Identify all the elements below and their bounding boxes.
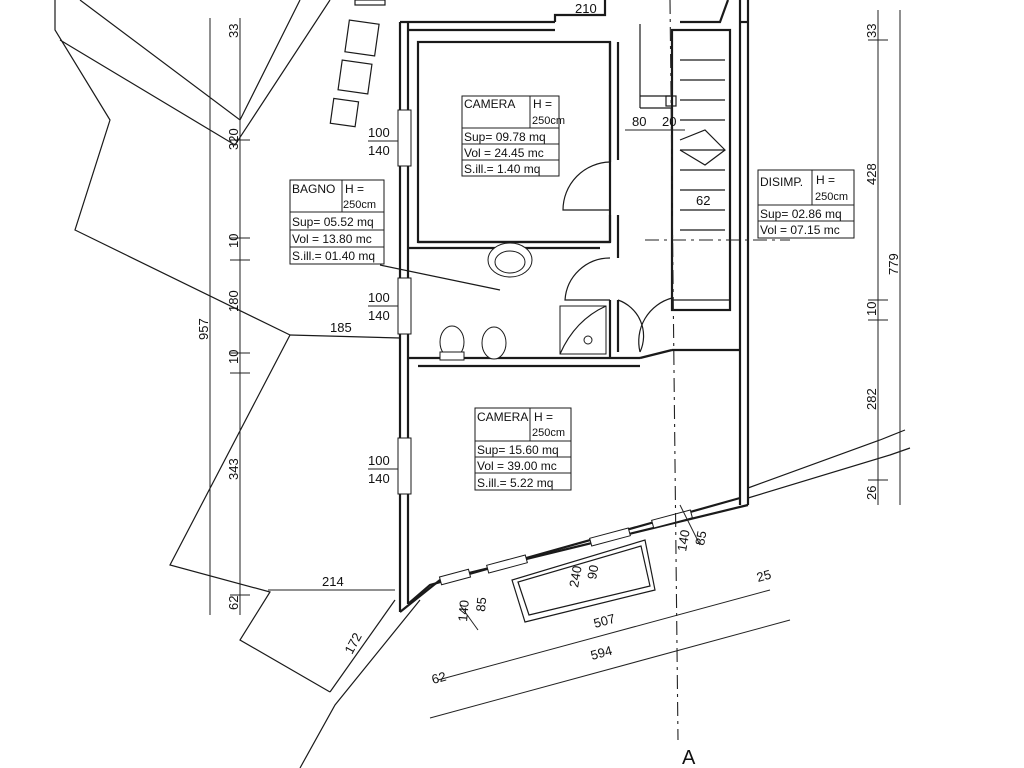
window-1-width: 100 bbox=[368, 125, 390, 140]
room-label-bagno: BAGNO H = 250cm Sup= 05.52 mq Vol = 13.8… bbox=[289, 179, 385, 265]
dim-left-62: 62 bbox=[226, 596, 241, 610]
window-1-height: 140 bbox=[368, 143, 390, 158]
room-surface: Sup= 05.52 mq bbox=[292, 215, 374, 229]
section-marker-a: A bbox=[682, 747, 696, 768]
svg-text:H =: H = bbox=[533, 97, 552, 111]
dim-stair-62: 62 bbox=[696, 193, 710, 208]
dim-left-10a: 10 bbox=[226, 234, 241, 248]
room-illumination: S.ill.= 01.40 mq bbox=[292, 249, 375, 263]
window-3-height: 140 bbox=[368, 471, 390, 486]
dim-594: 594 bbox=[589, 643, 614, 663]
svg-text:250cm: 250cm bbox=[532, 427, 565, 439]
dim-se-85: 85 bbox=[692, 530, 709, 547]
shower-tray-icon bbox=[559, 305, 607, 355]
dim-right-779: 779 bbox=[886, 253, 901, 275]
room-name: DISIMP. bbox=[760, 175, 803, 189]
bidet-icon bbox=[481, 326, 507, 360]
dim-right-26: 26 bbox=[864, 486, 879, 500]
room-volume: Vol = 39.00 mc bbox=[477, 459, 557, 473]
dim-left-320: 320 bbox=[226, 128, 241, 150]
dim-bal-90: 90 bbox=[584, 564, 601, 581]
room-name: BAGNO bbox=[292, 182, 335, 196]
dim-stair-80: 80 bbox=[632, 114, 646, 129]
dim-right-33: 33 bbox=[864, 24, 879, 38]
room-label-disimp: DISIMP. H = 250cm Sup= 02.86 mq Vol = 07… bbox=[757, 169, 855, 239]
dim-sw-85: 85 bbox=[473, 597, 489, 613]
dim-right-10: 10 bbox=[864, 302, 879, 316]
svg-text:250cm: 250cm bbox=[343, 199, 376, 211]
room-illumination: S.ill.= 1.40 mq bbox=[464, 162, 540, 176]
room-name: CAMERA bbox=[477, 410, 528, 424]
window-labels: 100 140 100 140 100 140 bbox=[368, 125, 398, 486]
room-surface: Sup= 09.78 mq bbox=[464, 130, 546, 144]
room-name: CAMERA bbox=[464, 97, 515, 111]
dim-left-10b: 10 bbox=[226, 350, 241, 364]
dim-left-957: 957 bbox=[196, 318, 211, 340]
axis-lines bbox=[645, 0, 790, 741]
dim-left-33: 33 bbox=[226, 24, 241, 38]
dim-right-282: 282 bbox=[864, 388, 879, 410]
dim-185: 185 bbox=[330, 320, 352, 335]
dim-left-180: 180 bbox=[226, 290, 241, 312]
room-volume: Vol = 24.45 mc bbox=[464, 146, 544, 160]
room-surface: Sup= 15.60 mq bbox=[477, 443, 559, 457]
dim-sw-140: 140 bbox=[455, 599, 472, 622]
svg-text:250cm: 250cm bbox=[532, 115, 565, 127]
dim-25: 25 bbox=[755, 567, 773, 585]
room-label-camera-bottom: CAMERA H = 250cm Sup= 15.60 mq Vol = 39.… bbox=[474, 407, 572, 491]
room-surface: Sup= 02.86 mq bbox=[760, 207, 842, 221]
dim-stair-20: 20 bbox=[662, 114, 676, 129]
dim-210: 210 bbox=[575, 1, 597, 16]
svg-text:H =: H = bbox=[345, 182, 364, 196]
dim-172: 172 bbox=[341, 630, 364, 656]
room-label-camera-top: CAMERA H = 250cm Sup= 09.78 mq Vol = 24.… bbox=[461, 95, 565, 177]
dim-62-bottom: 62 bbox=[430, 669, 448, 687]
dim-214: 214 bbox=[322, 574, 344, 589]
svg-text:H =: H = bbox=[534, 410, 553, 424]
window-2-height: 140 bbox=[368, 308, 390, 323]
svg-text:250cm: 250cm bbox=[815, 191, 848, 203]
dim-bal-240: 240 bbox=[566, 565, 585, 589]
building-walls bbox=[397, 0, 911, 623]
dim-right-428: 428 bbox=[864, 163, 879, 185]
dim-507: 507 bbox=[592, 611, 617, 631]
dim-left-343: 343 bbox=[226, 458, 241, 480]
room-volume: Vol = 07.15 mc bbox=[760, 223, 840, 237]
dimension-lines bbox=[209, 10, 901, 719]
window-3-width: 100 bbox=[368, 453, 390, 468]
room-volume: Vol = 13.80 mc bbox=[292, 232, 372, 246]
dim-se-140: 140 bbox=[674, 529, 693, 553]
site-context-lines bbox=[54, 0, 421, 768]
window-2-width: 100 bbox=[368, 290, 390, 305]
room-illumination: S.ill.= 5.22 mq bbox=[477, 476, 553, 490]
bathroom-fixtures bbox=[379, 242, 607, 361]
svg-text:H =: H = bbox=[816, 173, 835, 187]
